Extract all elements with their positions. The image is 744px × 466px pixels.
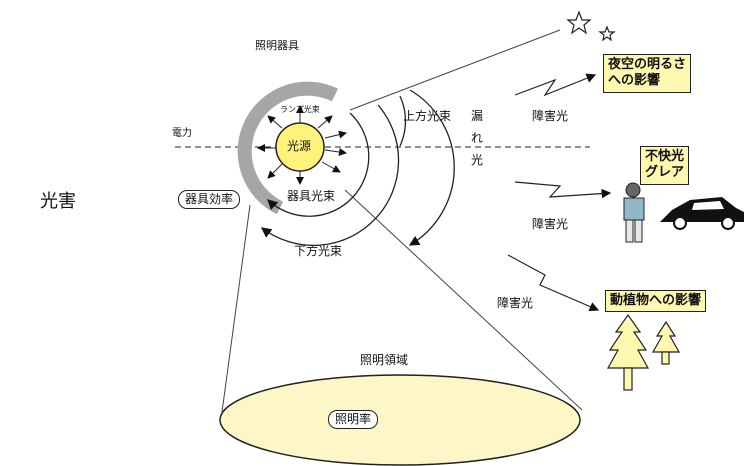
- page-title: 光害: [40, 191, 76, 212]
- light-source-label: 光源: [287, 139, 312, 153]
- person-icon: [623, 182, 645, 243]
- reflector: [237, 81, 339, 215]
- obstruction-light-label: 障害光: [532, 109, 569, 123]
- leak-light-label: 漏 れ 光: [470, 109, 483, 167]
- tree-icon: [651, 320, 681, 365]
- tree-icon: [606, 313, 650, 391]
- fixture-flux-label: 器具光束: [287, 189, 336, 203]
- star-icon: [598, 25, 616, 42]
- obstruction-light-label: 障害光: [532, 217, 569, 231]
- utilization-rate-label: 照明率: [328, 410, 379, 430]
- effect-box-night-sky: 夜空の明るさ への影響: [603, 54, 692, 93]
- illuminated-area: [219, 374, 581, 466]
- effect-box-wildlife: 動植物への影響: [605, 290, 707, 313]
- effect-box-glare: 不快光 グレア: [640, 146, 690, 185]
- power-label: 電力: [172, 128, 192, 139]
- upward-flux-arc: [399, 95, 407, 147]
- upward-flux-label: 上方光束: [403, 109, 452, 123]
- downward-flux-arc: [260, 104, 400, 247]
- star-icon: [566, 10, 592, 35]
- illuminated-area-label: 照明領域: [360, 353, 409, 367]
- cone-right-line: [344, 189, 583, 411]
- lamp-flux-arrows: [257, 105, 347, 185]
- downward-flux-label: 下方光束: [294, 244, 343, 258]
- leak-light-arc: [408, 89, 455, 246]
- obstruction-light-label: 障害光: [497, 296, 534, 310]
- efficiency-label: 器具効率: [178, 190, 241, 210]
- cone-left-line: [221, 204, 251, 413]
- car-icon: [660, 197, 744, 230]
- lamp-flux-label: ランプ光束: [280, 105, 320, 114]
- fixture-label: 照明器具: [255, 39, 299, 52]
- obstruction-arrows: [507, 73, 612, 312]
- upward-ray-line: [349, 29, 561, 111]
- fixture-flux-arc: [267, 112, 370, 217]
- light-source: [275, 122, 325, 172]
